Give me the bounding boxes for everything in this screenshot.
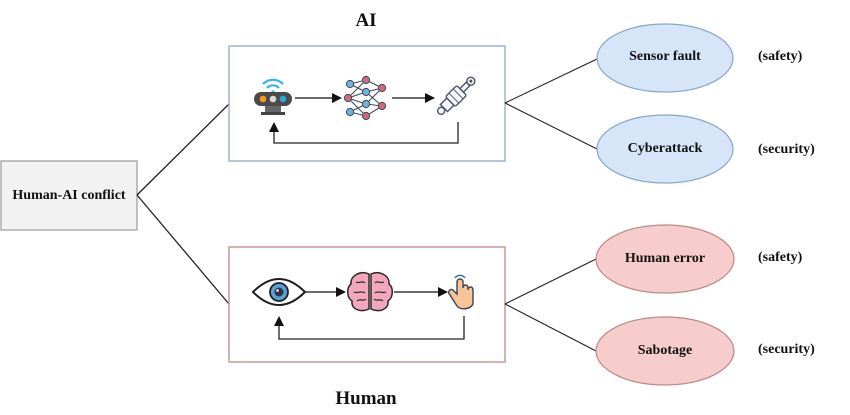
connector-ai-sensor-fault [504, 58, 598, 104]
connector-human-sabotage [504, 303, 597, 352]
ai-group-title: AI [355, 10, 377, 31]
wifi-sensor-icon [254, 78, 292, 115]
outcome-human-error-label: Human error [624, 251, 706, 266]
outcome-cyberattack-ellipse [596, 114, 734, 184]
human-feedback-loop-arrow [274, 316, 465, 340]
connector-root-ai [136, 103, 230, 196]
root-label: Human-AI conflict [12, 188, 126, 203]
eye-icon [251, 278, 307, 306]
outcome-sabotage-ellipse [595, 316, 735, 386]
finger-tap-icon [448, 274, 474, 310]
actuator-cylinder-icon [436, 76, 476, 116]
connector-human-human-error [504, 258, 597, 305]
outcome-sabotage-label: Sabotage [637, 343, 693, 358]
ai-feedback-loop-arrow [269, 122, 459, 144]
brain-icon [347, 272, 393, 312]
outcome-human-error-ellipse [595, 224, 735, 294]
category-safety-human: (safety) [758, 250, 803, 265]
outcome-sensor-fault-label: Sensor fault [629, 49, 701, 64]
human-group-title: Human [335, 388, 397, 409]
category-security-ai: (security) [758, 142, 815, 157]
category-safety-ai: (safety) [758, 49, 803, 64]
neural-network-icon [343, 75, 387, 121]
connector-ai-cyberattack [504, 102, 598, 150]
outcome-sensor-fault-ellipse [596, 23, 734, 93]
category-security-human: (security) [758, 342, 815, 357]
outcome-cyberattack-label: Cyberattack [627, 141, 703, 156]
root-box [0, 160, 138, 231]
connector-root-human [136, 194, 230, 305]
